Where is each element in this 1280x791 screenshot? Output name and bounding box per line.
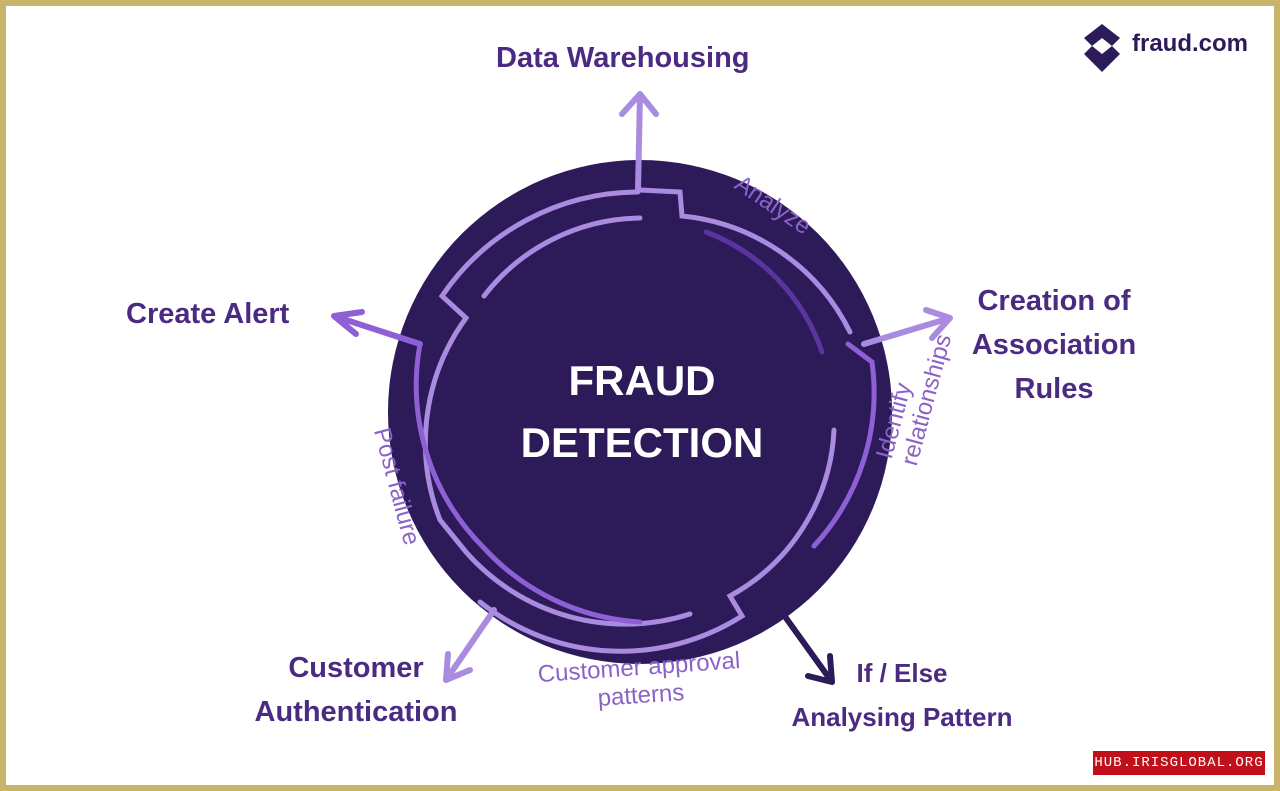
node-create-alert: Create Alert (126, 292, 289, 336)
node-association-rules: Creation of Association Rules (962, 279, 1146, 411)
arrow-customer-authentication (443, 607, 497, 683)
ring-arc-left-dark (413, 341, 643, 625)
node-create-alert-label: Create Alert (126, 298, 290, 330)
node-data-warehousing-label: Data Warehousing (496, 42, 750, 74)
ring-arc-right-inner (703, 229, 825, 355)
node-if-else-line1: If / Else (856, 658, 948, 688)
center-circle (388, 160, 892, 664)
center-label-line1: FRAUD (568, 357, 716, 404)
node-if-else-line2: Analysing Pattern (791, 702, 1013, 732)
watermark-badge: HUB.IRISGLOBAL.ORG (1093, 751, 1265, 775)
node-association-rules-line2: Association (971, 329, 1137, 361)
node-data-warehousing: Data Warehousing (496, 36, 750, 80)
node-customer-authentication-line2: Authentication (254, 696, 458, 728)
node-association-rules-line3: Rules (1014, 373, 1094, 405)
node-customer-authentication-line1: Customer (288, 652, 424, 684)
logo-text: fraud.com (1132, 30, 1249, 57)
node-association-rules-line1: Creation of (977, 285, 1131, 317)
ring-arc-bottom (477, 427, 837, 654)
center-label: FRAUD DETECTION (502, 350, 782, 474)
brand-logo[interactable]: fraud.com (1076, 20, 1266, 76)
ring-arc-right (811, 341, 877, 549)
fraud-logo-icon (1084, 24, 1120, 72)
arrow-create-alert (331, 309, 423, 347)
node-customer-authentication: Customer Authentication (242, 646, 470, 734)
node-if-else: If / Else Analysing Pattern (776, 651, 1028, 739)
arrow-data-warehousing (619, 91, 659, 193)
center-label-line2: DETECTION (520, 419, 764, 466)
ring-arc-top (637, 187, 853, 335)
ring-arc-left (422, 189, 693, 627)
arrow-if-else (783, 615, 835, 685)
ring-arc-top-inner (481, 215, 643, 299)
arrow-association-rules (861, 307, 953, 347)
